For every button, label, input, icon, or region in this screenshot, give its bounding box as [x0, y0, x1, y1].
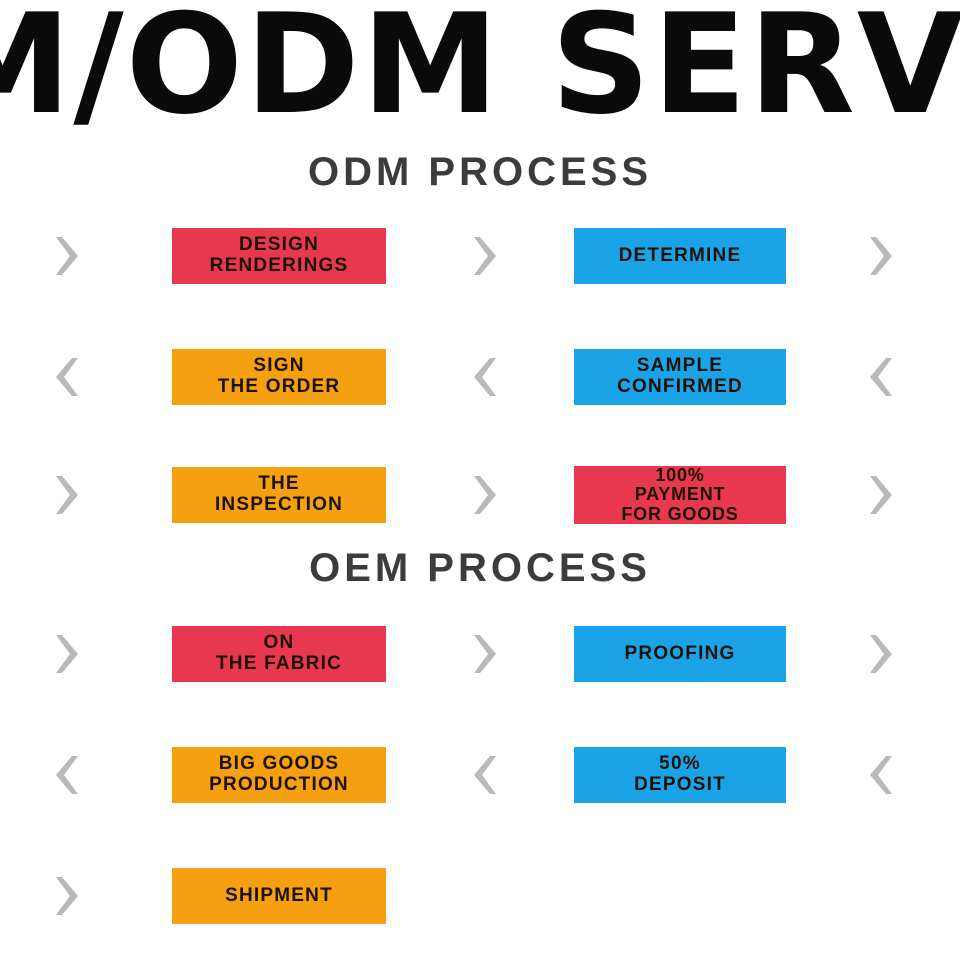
process-step-label-line: PAYMENT [634, 484, 726, 505]
chevron-left-icon [862, 354, 900, 400]
process-step-label-line: SHIPMENT [225, 884, 333, 906]
process-step-label-line: FOR GOODS [621, 503, 739, 524]
chevron-right-icon [862, 233, 900, 279]
process-step-label-line: RENDERINGS [209, 255, 349, 276]
process-step-label-line: THE FABRIC [216, 653, 342, 674]
chevron-right-icon [48, 873, 86, 919]
process-step-label-line: SAMPLE [636, 355, 724, 377]
process-step-label-line: PROOFING [624, 642, 736, 664]
process-step-label-line: DETERMINE [618, 244, 742, 266]
chevron-left-icon [48, 354, 86, 400]
section-header-odm: ODM PROCESS [307, 150, 653, 194]
chevron-right-icon [48, 472, 86, 518]
chevron-right-icon [466, 472, 504, 518]
process-step-label-line: CONFIRMED [617, 376, 743, 397]
process-step-label-line: ON [263, 632, 295, 654]
process-step-label-line: DEPOSIT [634, 774, 726, 795]
chevron-left-icon [48, 752, 86, 798]
process-step-label-line: PRODUCTION [209, 774, 349, 795]
process-step-label: SHIPMENT [225, 884, 333, 907]
process-step-box[interactable]: SHIPMENT [172, 868, 386, 924]
process-step-label: PROOFING [624, 642, 736, 665]
process-row: SHIPMENT [0, 856, 960, 936]
page-title: EM/ODM SERVIC [0, 0, 960, 140]
chevron-right-icon [466, 631, 504, 677]
process-step-label-line: BIG GOODS [218, 753, 340, 775]
process-step-label: 50%DEPOSIT [634, 754, 726, 795]
process-step-label-line: THE [258, 473, 300, 495]
title-banner: EM/ODM SERVIC [0, 0, 960, 140]
chevron-right-icon [466, 233, 504, 279]
chevron-left-icon [862, 752, 900, 798]
process-step-label-line: THE ORDER [217, 376, 341, 397]
process-step-label-line: DESIGN [238, 234, 320, 256]
process-step-box[interactable]: PROOFING [574, 626, 786, 682]
chevron-right-icon [862, 631, 900, 677]
process-step-label: DETERMINE [618, 244, 742, 267]
process-step-label-line: SIGN [253, 355, 305, 377]
chevron-right-icon [862, 472, 900, 518]
process-step-label-line: 100% [655, 466, 705, 485]
chevron-left-icon [466, 354, 504, 400]
section-header-oem: OEM PROCESS [309, 546, 651, 590]
process-step-box[interactable]: 50%DEPOSIT [574, 747, 786, 803]
process-step-box[interactable]: DETERMINE [574, 228, 786, 284]
chevron-right-icon [48, 233, 86, 279]
chevron-left-icon [466, 752, 504, 798]
process-step-label-line: INSPECTION [214, 494, 344, 515]
process-step-label-line: 50% [659, 753, 701, 775]
chevron-right-icon [48, 631, 86, 677]
